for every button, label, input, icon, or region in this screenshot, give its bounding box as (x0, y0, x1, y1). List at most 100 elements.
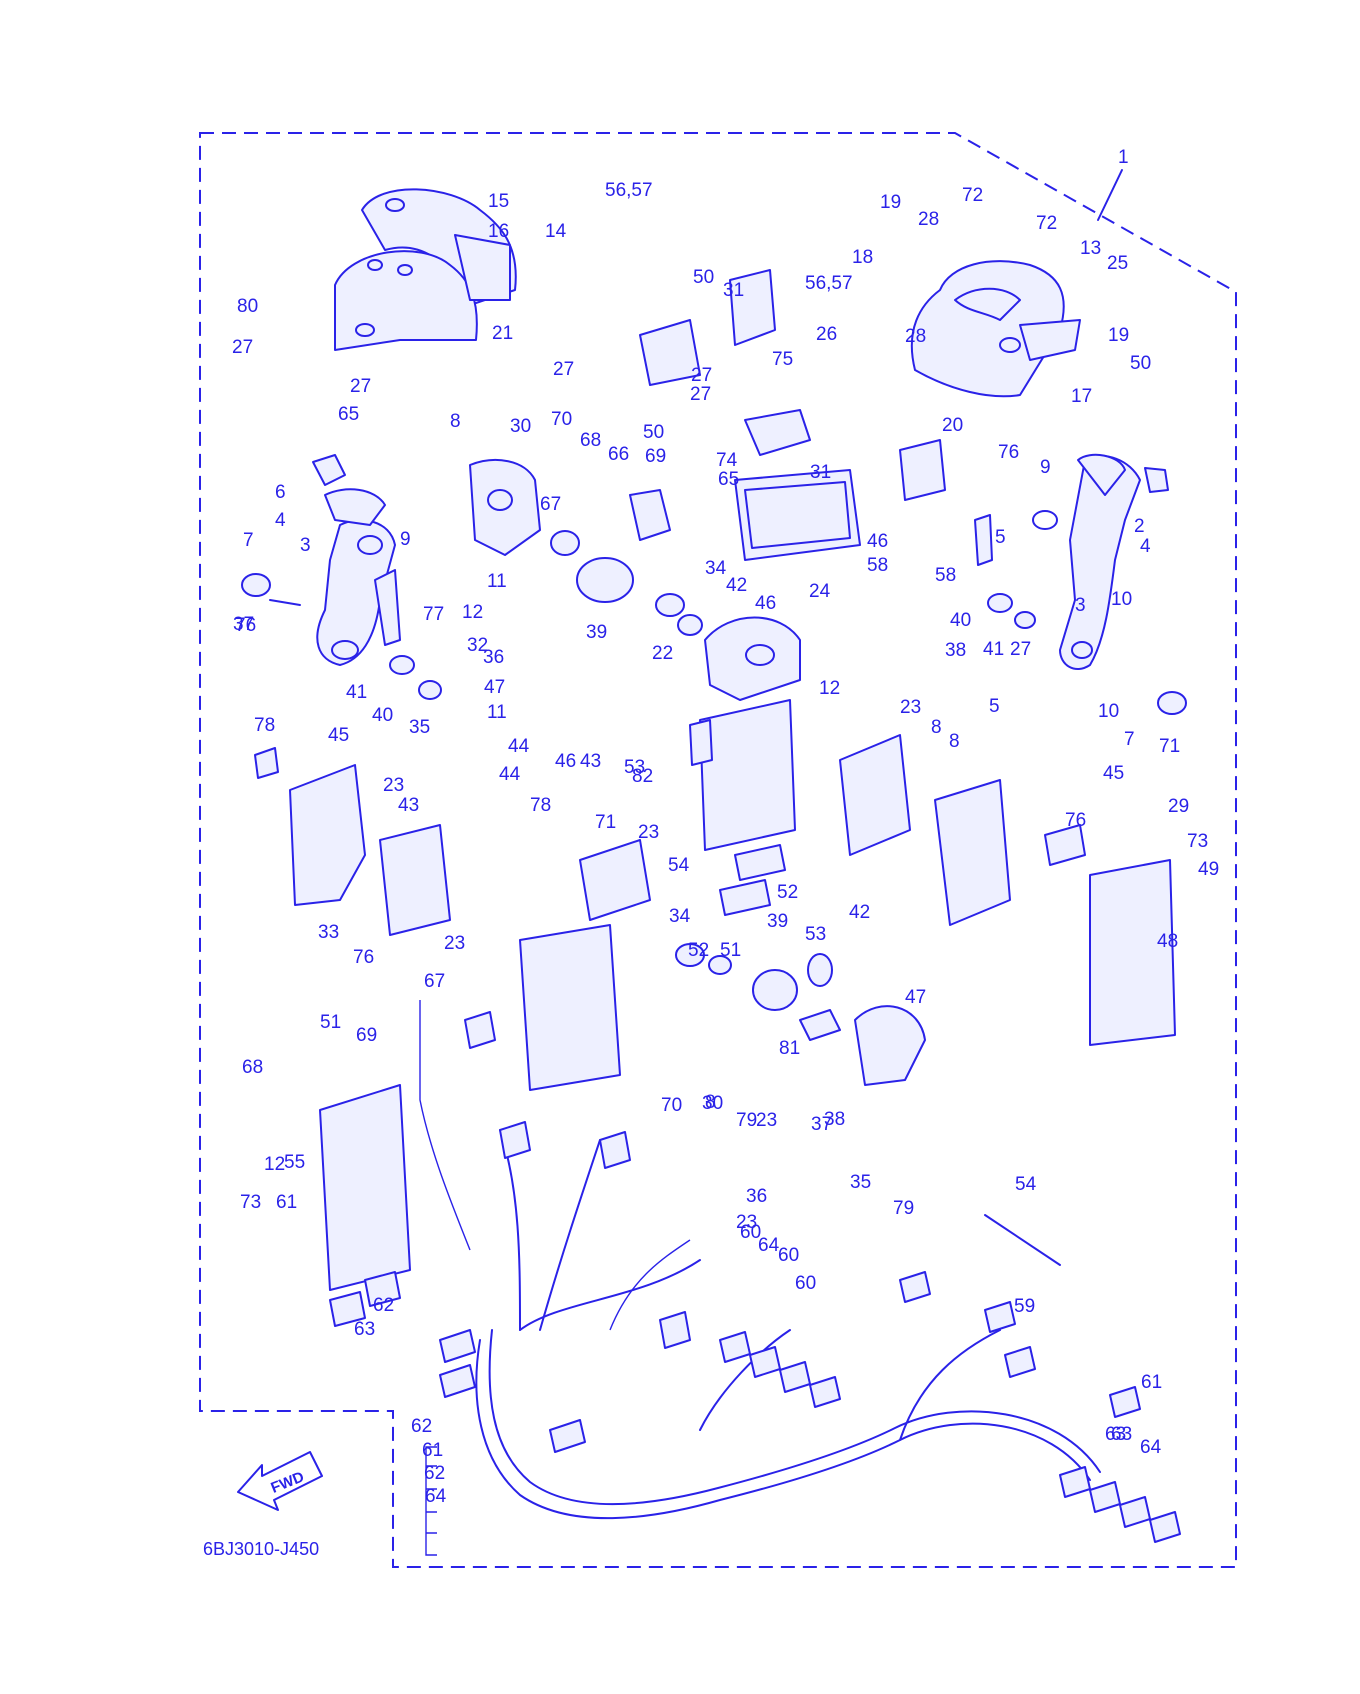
callout-label: 55 (284, 1152, 305, 1173)
callout-label: 10 (1111, 589, 1132, 610)
callout-label: 30 (702, 1093, 723, 1114)
lever-cover-left (334, 188, 517, 351)
callout-label: 28 (918, 209, 939, 230)
callout-label: 63 (1105, 1424, 1126, 1445)
callout-label: 30 (510, 416, 531, 437)
lever-cover-right (910, 260, 1081, 398)
callout-label: 39 (767, 911, 788, 932)
callout-label: 79 (893, 1198, 914, 1219)
callout-label: 23 (900, 697, 921, 718)
callout-label: 40 (372, 705, 393, 726)
callout-label: 7 (1124, 729, 1135, 750)
callout-label: 61 (422, 1440, 443, 1461)
callout-label: 58 (867, 555, 888, 576)
control-lever-left (241, 454, 442, 700)
callout-label: 4 (1140, 536, 1151, 557)
lower-mechanism (675, 943, 926, 1086)
callout-label: 60 (778, 1245, 799, 1266)
callout-label: 6 (275, 482, 286, 503)
callout-label: 36 (746, 1186, 767, 1207)
callout-label: 34 (705, 558, 727, 579)
callout-label: 50 (693, 267, 714, 288)
callout-label: 70 (551, 409, 572, 430)
callout-label: 43 (580, 751, 601, 772)
callout-label: 33 (318, 922, 339, 943)
control-lever-right (974, 453, 1187, 715)
callout-label: 60 (795, 1273, 816, 1294)
callout-label: 12 (819, 678, 840, 699)
callout-label: 38 (824, 1109, 845, 1130)
bracket-left (254, 747, 451, 936)
callout-label: 41 (983, 639, 1004, 660)
callout-label: 3 (300, 535, 311, 556)
callout-label: 62 (373, 1295, 394, 1316)
bracket-right (839, 734, 1176, 1046)
center-ecu (519, 699, 796, 1091)
callout-label: 54 (1015, 1174, 1037, 1195)
callout-label: 80 (237, 296, 258, 317)
callout-label: 66 (608, 444, 629, 465)
callout-label: 39 (586, 622, 607, 643)
callout-label: 46 (755, 593, 776, 614)
callout-label: 45 (328, 725, 349, 746)
harness-group-bracket (425, 1446, 437, 1556)
callout-label: 27 (232, 337, 253, 358)
assembly-boundary (199, 132, 1237, 1568)
callout-label: 68 (580, 430, 601, 451)
callout-label: 31 (723, 280, 744, 301)
callout-label: 72 (962, 185, 983, 206)
callout-label: 16 (488, 221, 509, 242)
callout-label: 75 (772, 349, 793, 370)
callout-label: 51 (320, 1012, 341, 1033)
callout-label: 81 (779, 1038, 800, 1059)
callout-label: 4 (275, 510, 286, 531)
callout-label: 51 (720, 940, 741, 961)
callout-label: 56,57 (805, 273, 853, 294)
callout-label: 29 (1168, 796, 1189, 817)
callout-label: 69 (356, 1025, 377, 1046)
callout-label: 45 (1103, 763, 1124, 784)
callout-label: 67 (424, 971, 445, 992)
callout-label: 17 (1071, 386, 1092, 407)
callout-label: 19 (880, 192, 901, 213)
callout-label: 53 (624, 757, 645, 778)
callout-label: 14 (545, 221, 567, 242)
callout-label: 52 (688, 940, 709, 961)
callout-label: 40 (950, 610, 971, 631)
callout-label: 71 (1159, 736, 1180, 757)
callout-label: 42 (726, 575, 747, 596)
callout-label: 79 (736, 1110, 757, 1131)
callout-label: 13 (1080, 238, 1101, 259)
center-mechanism (469, 269, 946, 701)
callout-label: 64 (1140, 1437, 1162, 1458)
callout-label: 70 (661, 1095, 682, 1116)
callout-label: 38 (945, 640, 966, 661)
callout-label: 8 (931, 717, 942, 738)
callout-label: 12 (264, 1154, 285, 1175)
diagram-code: 6BJ3010-J450 (203, 1539, 319, 1559)
callout-label: 60 (740, 1222, 761, 1243)
plate-lower-left (319, 1084, 411, 1327)
callout-label: 37 (811, 1114, 832, 1135)
callout-label: 7 (243, 530, 254, 551)
callout-label: 50 (643, 422, 664, 443)
callout-label: 46 (555, 751, 576, 772)
callout-label: 5 (989, 696, 1000, 717)
callout-label: 62 (424, 1463, 445, 1484)
callout-label: 56,57 (605, 180, 653, 201)
callout-label: 73 (240, 1192, 261, 1213)
callout-label: 8 (450, 411, 461, 432)
callout-label: 3 (1075, 595, 1086, 616)
callout-label: 50 (1130, 353, 1151, 374)
callout-label: 8 (949, 731, 960, 752)
callout-label: 63 (354, 1319, 375, 1340)
callout-label: 18 (852, 247, 873, 268)
callout-label: 27 (350, 376, 371, 397)
callout-label: 76 (353, 947, 374, 968)
callout-label: 78 (254, 715, 275, 736)
callout-label: 9 (1040, 457, 1051, 478)
callout-label: 23 (444, 933, 465, 954)
callout-label: 59 (1014, 1296, 1035, 1317)
callout-label: 63 (1111, 1424, 1132, 1445)
